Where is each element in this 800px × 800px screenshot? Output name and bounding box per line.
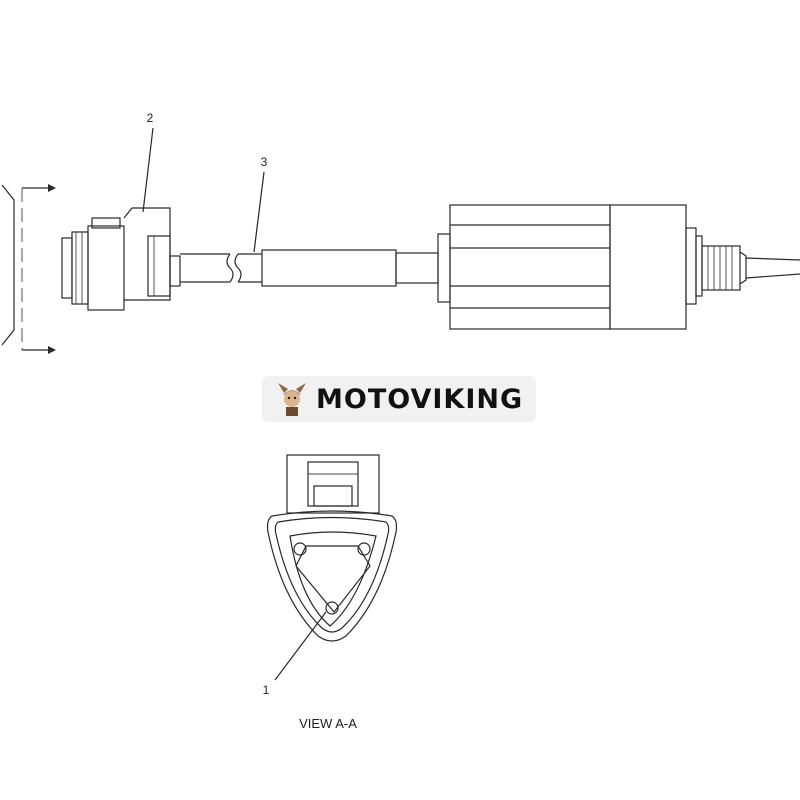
watermark-brand-text: MOTOVIKING [316,383,524,415]
cable-segment [180,253,262,283]
callout-1: 1 [263,683,270,697]
leader-line-3 [253,171,265,253]
callout-3: 3 [261,155,268,169]
callout-2: 2 [147,111,154,125]
leader-line-1 [274,611,327,681]
sensor-body [437,204,703,330]
connector-plug [61,207,181,311]
threaded-fitting [701,245,747,291]
leader-line-2 [142,127,154,213]
output-cable [745,257,800,279]
connector-face-view [266,454,398,642]
section-bracket [1,184,56,354]
view-caption: VIEW A-A [299,716,357,731]
tube-section [261,249,439,287]
watermark-banner: MOTOVIKING [262,376,536,422]
viking-mascot-icon [278,383,306,416]
